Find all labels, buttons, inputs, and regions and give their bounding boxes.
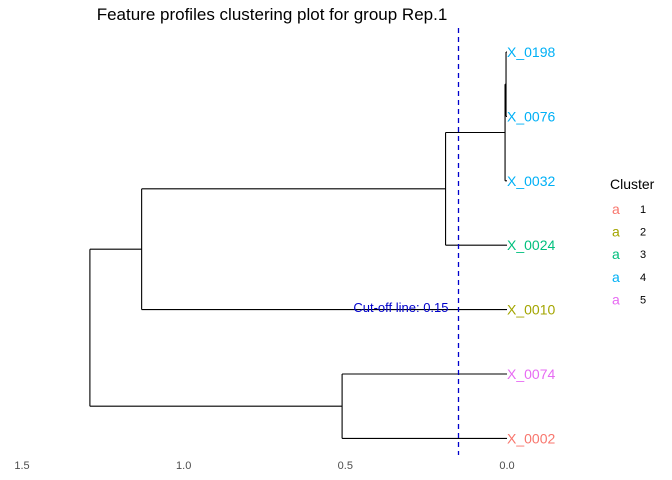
leaf-label-x_0002: X_0002	[507, 430, 555, 446]
legend: Cluster a 1 a 2 a 3 a 4 a 5	[610, 176, 655, 307]
x-tick-label-0: 1.5	[14, 460, 29, 472]
leaf-label-x_0032: X_0032	[507, 173, 555, 189]
leaf-label-x_0024: X_0024	[507, 237, 555, 253]
leaf-label-x_0076: X_0076	[507, 108, 555, 124]
legend-label-3: 3	[640, 249, 646, 261]
legend-key-4: a	[612, 269, 620, 285]
legend-title: Cluster	[610, 176, 655, 192]
leaf-label-x_0198: X_0198	[507, 44, 555, 60]
x-tick-label-1: 1.0	[176, 460, 191, 472]
legend-key-5: a	[612, 291, 620, 307]
legend-key-3: a	[612, 246, 620, 262]
cutoff-group: Cut-off line: 0.15	[353, 28, 460, 455]
legend-label-5: 5	[640, 294, 646, 306]
legend-label-2: 2	[640, 227, 646, 239]
x-axis-ticks: 1.5 1.0 0.5 0.0	[14, 460, 514, 472]
legend-label-1: 1	[640, 204, 646, 216]
dendrogram-branches	[89, 51, 507, 439]
legend-key-2: a	[612, 224, 620, 240]
leaf-label-x_0010: X_0010	[507, 302, 555, 318]
legend-key-1: a	[612, 201, 620, 217]
cutoff-label: Cut-off line: 0.15	[353, 300, 448, 315]
chart-title: Feature profiles clustering plot for gro…	[97, 5, 448, 24]
leaf-label-x_0074: X_0074	[507, 366, 555, 382]
x-tick-label-2: 0.5	[338, 460, 353, 472]
legend-label-4: 4	[640, 272, 646, 284]
x-tick-label-3: 0.0	[499, 460, 514, 472]
leaf-labels: X_0198X_0076X_0032X_0024X_0010X_0074X_00…	[507, 44, 555, 446]
